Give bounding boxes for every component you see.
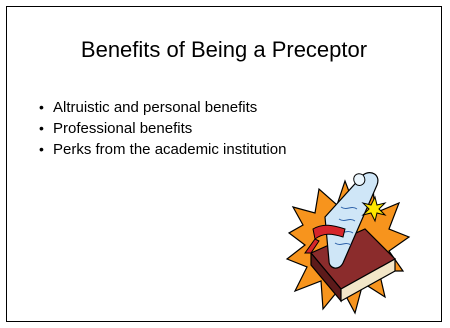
seal-shape — [361, 195, 387, 223]
bullet-dot: • — [39, 120, 44, 136]
bullet-dot: • — [39, 99, 44, 115]
slide-title: Benefits of Being a Preceptor — [80, 37, 368, 62]
bullet-dot: • — [39, 141, 44, 157]
bullet-item: • Perks from the academic institution — [39, 141, 286, 158]
ribbon-shape — [312, 224, 346, 240]
bullet-text: Altruistic and personal benefits — [53, 99, 258, 116]
bullet-item: • Altruistic and personal benefits — [39, 99, 286, 116]
diploma-on-book-icon — [285, 172, 411, 315]
bullet-list: • Altruistic and personal benefits • Pro… — [39, 99, 286, 162]
bullet-item: • Professional benefits — [39, 120, 286, 137]
bullet-text: Perks from the academic institution — [53, 141, 287, 158]
bullet-text: Professional benefits — [53, 120, 193, 137]
slide: Benefits of Being a Preceptor • Altruist… — [6, 6, 442, 322]
